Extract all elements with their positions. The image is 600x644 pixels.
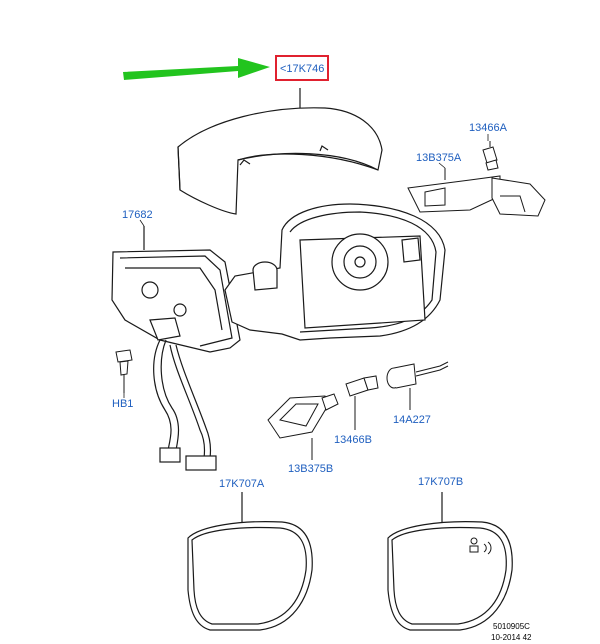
label-bulb-top[interactable]: 13466A	[469, 122, 507, 134]
bulb-13466b-part	[345, 375, 379, 430]
label-bulb-holder[interactable]: 14A227	[393, 414, 431, 426]
reference-number: 5010905C	[493, 622, 530, 631]
label-puddle-lamp[interactable]: 13B375B	[288, 463, 334, 475]
date-code: 10-2014 42	[491, 633, 532, 642]
highlighted-part-number-box: <17K746	[275, 55, 330, 81]
leader-lines	[123, 134, 489, 398]
wiring-harness-part	[153, 339, 217, 471]
label-turn-indicator-top[interactable]: 13B375A	[416, 152, 462, 164]
label-mirror-cap[interactable]: <17K746	[280, 63, 325, 75]
label-glass-left[interactable]: 17K707A	[219, 478, 265, 490]
mirror-glass-17k707b-part	[387, 492, 513, 631]
blind-spot-warning-icon	[469, 537, 492, 555]
turn-indicator-13b375a-part	[407, 168, 546, 217]
label-bolt[interactable]: HB1	[112, 398, 134, 410]
bulb-13466a-part	[482, 141, 499, 171]
label-bulb-bottom[interactable]: 13466B	[334, 434, 372, 446]
mirror-cap-part	[177, 88, 383, 215]
mirror-glass-17k707a-part	[187, 492, 313, 631]
label-housing[interactable]: 17682	[122, 209, 153, 221]
bolt-hb1-part	[115, 349, 133, 393]
label-glass-right[interactable]: 17K707B	[418, 476, 464, 488]
bulb-holder-14a227-part	[386, 361, 449, 410]
green-arrow-icon	[123, 58, 270, 80]
mirror-housing-17682-part	[111, 226, 241, 353]
puddle-lamp-13b375b-part	[267, 393, 339, 460]
mirror-body-part	[224, 203, 446, 341]
